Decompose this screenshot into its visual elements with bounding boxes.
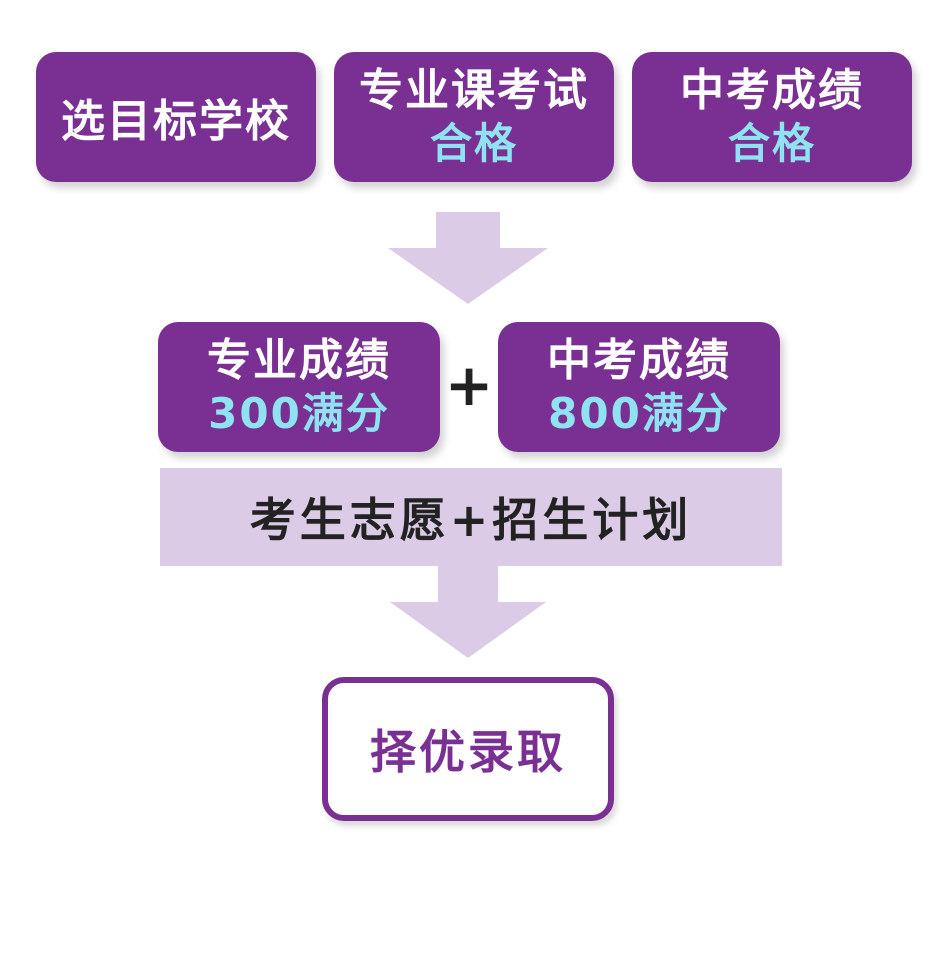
score-label: 专业成绩 (207, 335, 391, 386)
score-max: 300满分 (208, 389, 390, 438)
criteria-band: 考生志愿+招生计划 (160, 468, 782, 566)
final-admission-box: 择优录取 (322, 677, 614, 821)
step-box-zhongkao-score: 中考成绩 合格 (632, 52, 912, 182)
step-status: 合格 (429, 119, 518, 168)
score-label: 中考成绩 (547, 335, 731, 386)
step-box-select-school: 选目标学校 (36, 52, 316, 182)
down-arrow-1 (388, 212, 548, 304)
score-box-professional: 专业成绩 300满分 (158, 322, 440, 452)
step-status: 合格 (727, 119, 816, 168)
step-label: 中考成绩 (680, 65, 864, 116)
step-box-professional-exam: 专业课考试 合格 (334, 52, 614, 182)
score-max: 800满分 (548, 389, 730, 438)
step-label: 专业课考试 (359, 65, 589, 116)
plus-sign: + (444, 351, 494, 419)
score-box-zhongkao: 中考成绩 800满分 (498, 322, 780, 452)
step-label: 选目标学校 (61, 96, 291, 147)
down-arrow-2 (390, 566, 546, 658)
